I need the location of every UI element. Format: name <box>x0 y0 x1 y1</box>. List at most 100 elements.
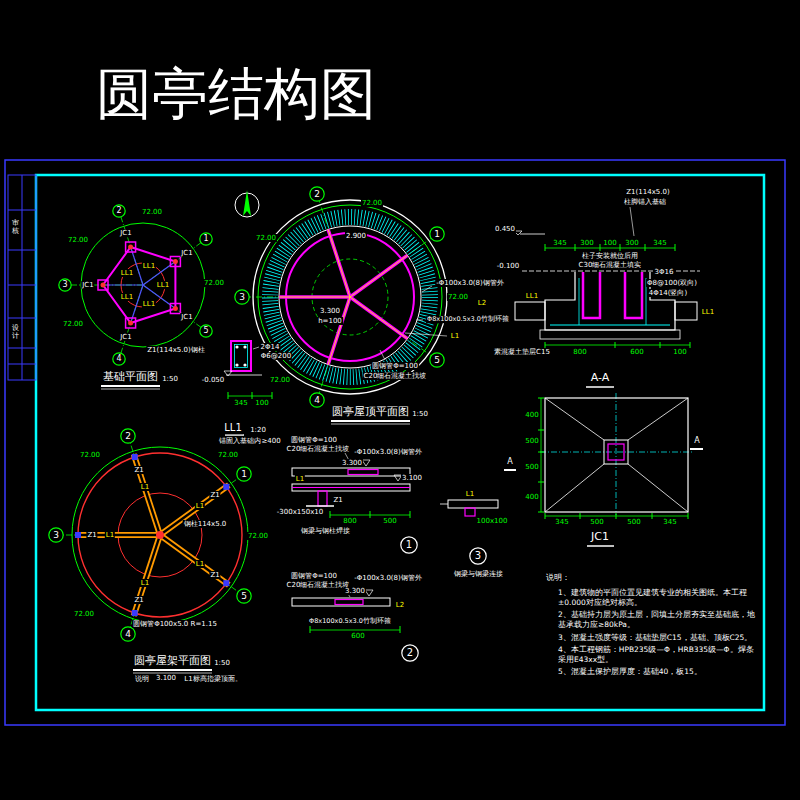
scale-text: 1:50 <box>213 659 231 667</box>
tie-beam-section-line <box>252 392 253 399</box>
bubble-circle <box>59 279 71 291</box>
drawing-frame-line <box>8 348 36 349</box>
dimension-text: 500 <box>626 518 641 526</box>
callout-text: Φ8x100x0.5x3.0竹制环箍 <box>308 618 392 625</box>
roof-plan-line <box>331 424 410 425</box>
drawing-frame-line <box>5 160 785 725</box>
tie-beam-section-line-line <box>243 345 246 348</box>
footing-plan-line <box>538 398 544 399</box>
foundation-plan-line <box>98 242 180 328</box>
foundation-plan-line-line <box>126 318 136 328</box>
callout-text: 圆钢管Φ100x5.0 R=1.15 <box>132 620 218 628</box>
detail-callout: 2 <box>401 644 419 662</box>
member-tag: L1 <box>465 490 475 498</box>
foundation-section-line <box>690 342 691 348</box>
member-tag: Z1 <box>133 466 144 474</box>
elevation-text: 3.100 <box>401 474 423 482</box>
bubble-circle <box>401 537 417 553</box>
roof-frame-plan-line-line <box>134 535 160 616</box>
bubble-circle <box>200 325 212 337</box>
roof-frame-plan-line-line <box>223 484 229 490</box>
bubble-circle <box>402 645 418 661</box>
member-tag: JC1 <box>180 249 193 257</box>
detail-two-line <box>365 590 373 596</box>
angle-dimension: 72.00 <box>217 451 239 459</box>
tie-beam-section-line <box>228 392 229 399</box>
section-mark: A <box>506 457 513 466</box>
axis-bubble: 4 <box>112 352 126 366</box>
roof-frame-plan-line-line <box>134 454 160 535</box>
roof-frame-plan-line-line <box>134 535 160 616</box>
elevation-text: 3.300 <box>341 459 363 467</box>
axis-number: 4 <box>116 355 121 363</box>
drawing-frame-line <box>8 175 36 380</box>
dimension-text: 800 <box>342 517 357 525</box>
foundation-plan-line-line <box>170 304 180 314</box>
roof-plan-line <box>270 217 430 377</box>
bubble-circle <box>121 429 135 443</box>
detail-three <box>440 470 516 516</box>
angle-dimension: 72.00 <box>73 610 95 618</box>
detail-one-line <box>348 470 378 475</box>
bubble-circle <box>235 290 249 304</box>
roof-frame-plan-line-line <box>223 580 229 586</box>
roof-plan-line-line <box>350 255 407 297</box>
callout-text: 柱脚锚入基础 <box>623 198 667 206</box>
view-title: 圆亭屋架平面图 <box>133 655 212 668</box>
axis-number: 2 <box>314 190 320 199</box>
member-tag: L1 <box>140 483 150 491</box>
detail-one-line <box>362 460 370 466</box>
dimension-text: 400 <box>524 493 539 501</box>
foundation-section-line <box>620 244 621 251</box>
foundation-section-line <box>545 345 690 346</box>
detail-two-line <box>400 626 401 633</box>
drawing-frame-line <box>8 210 36 211</box>
foundation-section-line <box>583 272 600 318</box>
axis-number: 2 <box>116 207 121 215</box>
bubble-circle <box>470 548 486 564</box>
elevation-text: 3.300 <box>319 307 341 315</box>
callout-text: 锚固入基础内≥400 <box>218 437 281 445</box>
detail-two-line <box>310 626 311 633</box>
dimension-text: 800 <box>572 348 587 356</box>
roof-plan-line-line <box>380 350 385 360</box>
drawing-frame-line <box>8 250 36 251</box>
axis-bubble: 5 <box>429 352 445 368</box>
north-arrow-line <box>243 190 251 216</box>
rebar-text: 3Φ16 <box>654 268 675 276</box>
axis-bubble: 2 <box>120 428 136 444</box>
callout-number: 2 <box>407 648 413 658</box>
member-tag: L1 <box>140 579 150 587</box>
bubble-circle <box>237 589 251 603</box>
dimension-text: 100x100 <box>476 517 509 525</box>
bubble-circle <box>200 233 212 245</box>
footing-plan-line <box>545 398 688 512</box>
tie-beam-section-line <box>253 347 259 349</box>
member-tag: L1 <box>195 502 205 510</box>
tie-beam-section-line <box>272 392 273 399</box>
tie-beam-section-line-line <box>243 363 246 366</box>
elevation-text: 3.100 <box>155 674 177 682</box>
bubble-circle <box>237 467 251 481</box>
axis-bubble: 4 <box>309 392 325 408</box>
detail-two-line <box>310 630 400 631</box>
detail-one-line <box>370 511 371 518</box>
dimension-text: 345 <box>554 518 569 526</box>
angle-dimension: 72.00 <box>141 208 163 216</box>
callout-text: C30细石混凝土填实 <box>578 261 643 269</box>
scale-text: 1:50 <box>161 375 179 383</box>
detail-two-line <box>292 598 390 606</box>
foundation-section-line <box>645 244 646 251</box>
foundation-section-line <box>545 248 675 249</box>
axis-number: 5 <box>434 356 440 365</box>
callout-text: -Φ100x3.0(8)钢管外 <box>353 574 423 582</box>
callout-text: 圆钢管Φ=100 <box>290 572 338 580</box>
scale-text: 1:50 <box>411 410 429 418</box>
drawing-title: 圆亭结构图 <box>95 62 377 126</box>
member-tag: LL1 <box>120 293 134 301</box>
member-tag: L1 <box>105 531 115 539</box>
angle-dimension: 72.00 <box>203 279 225 287</box>
view-title: LL1 <box>223 422 243 434</box>
roof-frame-plan-line <box>72 447 248 623</box>
